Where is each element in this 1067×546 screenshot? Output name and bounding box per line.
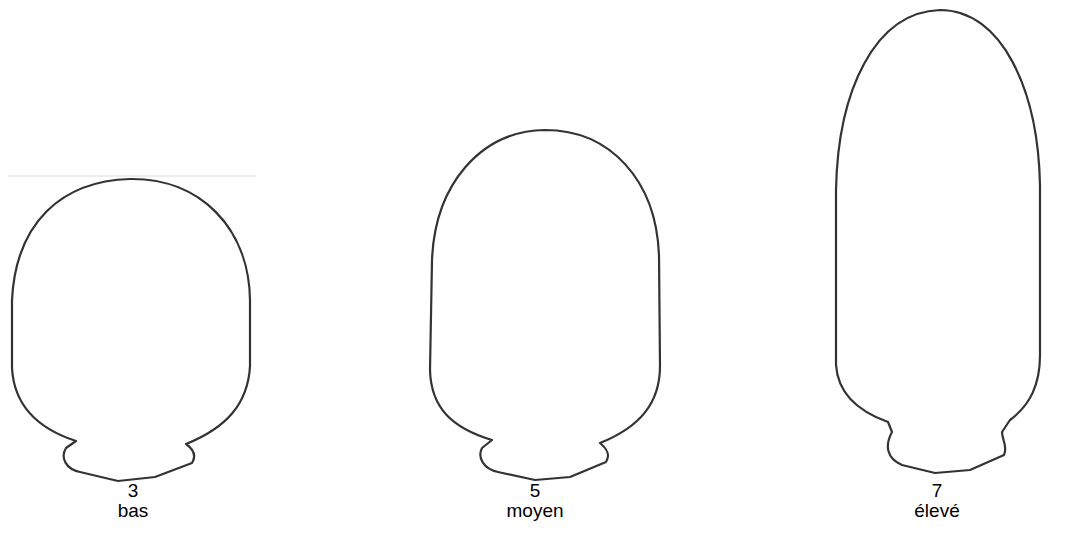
head-outline-medium xyxy=(430,130,660,480)
guide-line xyxy=(8,176,256,177)
level-word: moyen xyxy=(506,501,563,521)
level-number: 5 xyxy=(530,481,541,501)
level-number: 7 xyxy=(932,481,943,501)
head-outline-high xyxy=(836,10,1040,473)
level-word: élevé xyxy=(914,501,959,521)
head-outline-low xyxy=(12,179,250,481)
level-number: 3 xyxy=(128,481,139,501)
level-word: bas xyxy=(118,501,149,521)
